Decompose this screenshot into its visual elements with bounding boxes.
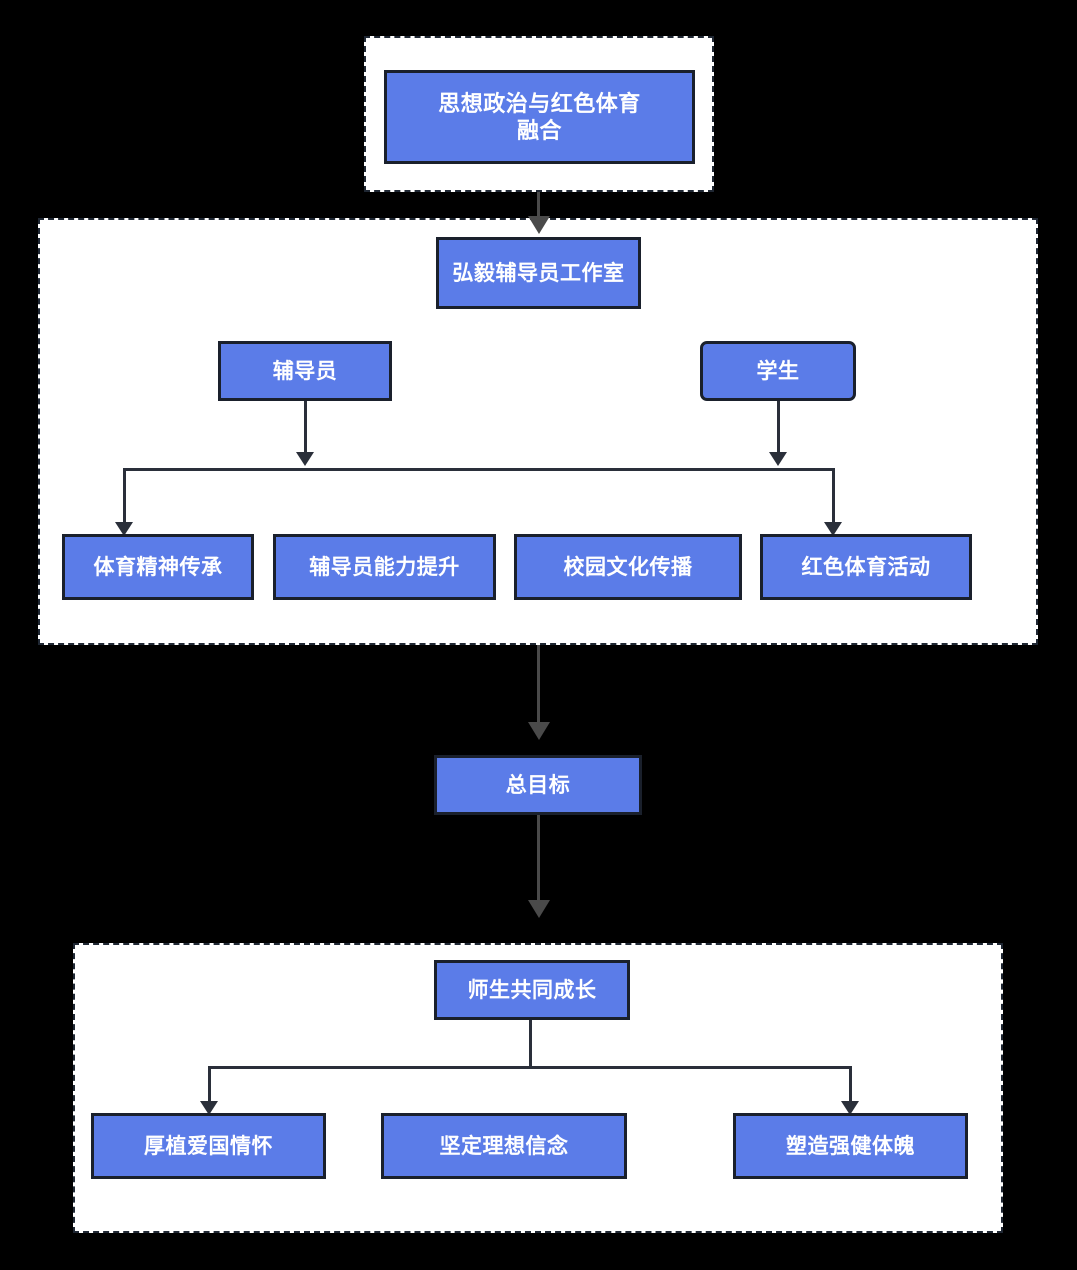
edge-goal-to-growth-line <box>537 815 540 905</box>
node-sports-spirit-label: 体育精神传承 <box>93 554 223 579</box>
edge-growth-stem <box>529 1020 532 1068</box>
node-studio[interactable]: 弘毅辅导员工作室 <box>436 237 641 309</box>
node-overall-goal[interactable]: 总目标 <box>434 755 642 815</box>
node-mutual-growth-label: 师生共同成长 <box>467 977 597 1002</box>
node-counselor[interactable]: 辅导员 <box>218 341 392 401</box>
node-student-label: 学生 <box>756 358 800 383</box>
node-ideals-label: 坚定理想信念 <box>439 1133 569 1158</box>
node-overall-goal-label: 总目标 <box>505 772 571 797</box>
edge-goal-to-growth-arrow <box>528 900 550 918</box>
node-student[interactable]: 学生 <box>700 341 856 401</box>
node-physique-label: 塑造强健体魄 <box>786 1133 915 1158</box>
edge-counselor-stem <box>304 401 307 456</box>
edge-growth-right-drop <box>849 1066 852 1106</box>
node-sports-spirit[interactable]: 体育精神传承 <box>62 534 254 600</box>
edge-theme-to-studio-arrow <box>528 216 550 234</box>
node-patriotism-label: 厚植爱国情怀 <box>144 1133 273 1158</box>
edge-student-stem <box>777 401 780 456</box>
edge-growth-left-arrow <box>200 1101 218 1115</box>
node-ideals[interactable]: 坚定理想信念 <box>381 1113 627 1179</box>
node-counselor-label: 辅导员 <box>272 358 338 383</box>
edge-studio-to-goal-arrow <box>528 722 550 740</box>
edge-counselor-arrow <box>296 452 314 466</box>
edge-student-arrow <box>769 452 787 466</box>
edge-bus-right-arrow <box>824 522 842 536</box>
node-patriotism[interactable]: 厚植爱国情怀 <box>91 1113 326 1179</box>
edge-bus-left-arrow <box>115 522 133 536</box>
node-theme[interactable]: 思想政治与红色体育 融合 <box>384 70 695 164</box>
edge-growth-bus <box>208 1066 852 1069</box>
node-red-sports-label: 红色体育活动 <box>801 554 931 579</box>
edge-studio-to-goal-line <box>537 645 540 730</box>
edge-growth-right-arrow <box>841 1101 859 1115</box>
node-theme-label-line2: 融合 <box>516 118 562 143</box>
node-campus-culture[interactable]: 校园文化传播 <box>514 534 742 600</box>
node-red-sports[interactable]: 红色体育活动 <box>760 534 972 600</box>
edge-growth-left-drop <box>208 1066 211 1106</box>
node-counselor-ability-label: 辅导员能力提升 <box>309 554 460 579</box>
node-counselor-ability[interactable]: 辅导员能力提升 <box>273 534 496 600</box>
node-studio-label: 弘毅辅导员工作室 <box>452 260 625 285</box>
node-physique[interactable]: 塑造强健体魄 <box>733 1113 968 1179</box>
edge-bus-left-drop <box>123 468 126 526</box>
node-mutual-growth[interactable]: 师生共同成长 <box>434 960 630 1020</box>
node-campus-culture-label: 校园文化传播 <box>563 554 693 579</box>
edge-theme-to-studio-line <box>537 192 540 222</box>
edge-bus-right-drop <box>832 468 835 526</box>
edge-bus-horizontal <box>123 468 835 471</box>
node-theme-label-line1: 思想政治与红色体育 <box>438 90 641 116</box>
